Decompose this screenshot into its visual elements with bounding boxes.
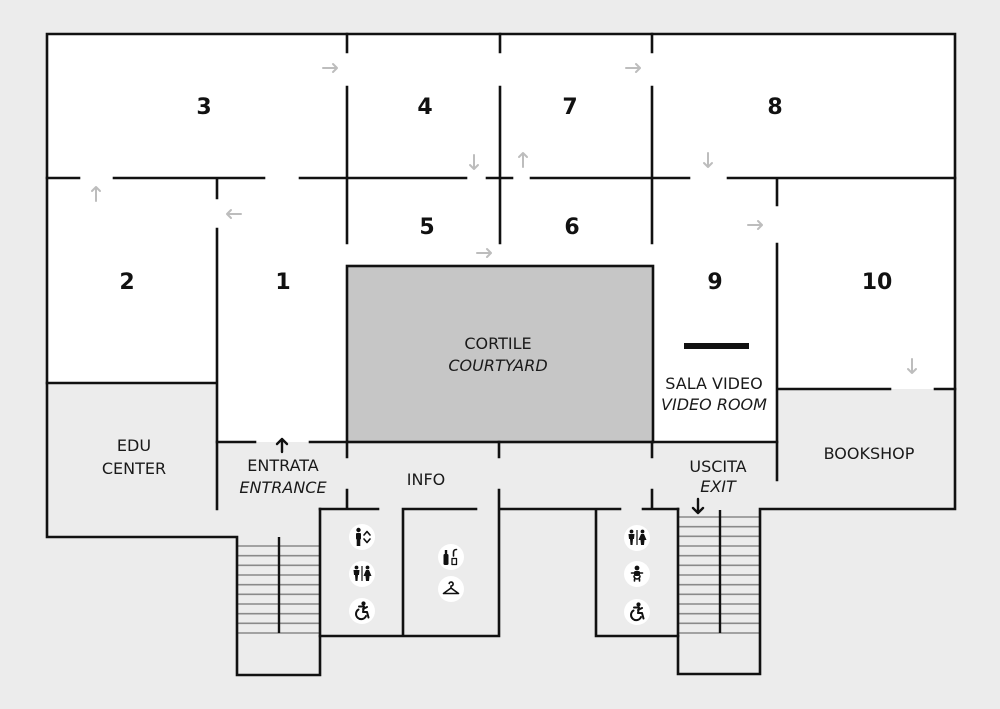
- room-1-label[interactable]: 1: [275, 270, 290, 295]
- room-8-label[interactable]: 8: [767, 95, 782, 120]
- route-arrow-down-icon: [907, 358, 917, 374]
- route-arrow-down-icon: [703, 152, 713, 168]
- room-3-label[interactable]: 3: [196, 95, 211, 120]
- baby-changing-icon[interactable]: [624, 561, 650, 587]
- entrance-label-it: ENTRATA: [247, 456, 319, 475]
- exit-label-en: EXIT: [700, 477, 737, 496]
- route-arrow-right-icon: [747, 220, 763, 230]
- room-10-label[interactable]: 10: [862, 270, 893, 295]
- interior-walls-lower: [215, 440, 779, 638]
- courtyard-label-it: CORTILE: [464, 334, 531, 353]
- route-arrow-right-icon: [322, 63, 338, 73]
- wheelchair-accessible-icon[interactable]: [624, 599, 650, 625]
- room-5-label[interactable]: 5: [419, 215, 434, 240]
- route-arrow-right-icon: [476, 248, 492, 258]
- restrooms-icon[interactable]: [624, 525, 650, 551]
- water-drinks-icon[interactable]: [438, 544, 464, 570]
- restrooms-icon[interactable]: [349, 561, 375, 587]
- route-arrow-down-icon: [469, 154, 479, 170]
- exit-label-it: USCITA: [689, 457, 746, 476]
- route-arrow-left-icon: [226, 209, 242, 219]
- edu-center-label-1: EDU: [117, 436, 151, 455]
- route-arrow-up-icon: [518, 152, 528, 168]
- walls: [45, 32, 957, 677]
- left-staircase[interactable]: [238, 537, 319, 634]
- wheelchair-accessible-icon[interactable]: [349, 598, 375, 624]
- video-room-label-it: SALA VIDEO: [665, 374, 762, 393]
- elevator-icon[interactable]: [349, 524, 375, 550]
- bookshop-area[interactable]: [777, 389, 955, 509]
- entrance-arrow-up-icon: [275, 437, 289, 454]
- exit-arrow-down-icon: [691, 497, 705, 515]
- edu-center-area[interactable]: [47, 383, 217, 537]
- entrance-label-en: ENTRANCE: [239, 478, 327, 497]
- room-6-label[interactable]: 6: [564, 215, 579, 240]
- interior-walls-upper: [45, 32, 957, 511]
- right-staircase[interactable]: [679, 510, 759, 634]
- outer-wall: [45, 32, 957, 677]
- route-arrow-right-icon: [625, 63, 641, 73]
- courtyard-area[interactable]: [345, 264, 655, 444]
- route-arrow-up-icon: [91, 186, 101, 202]
- info-label[interactable]: INFO: [407, 470, 445, 489]
- room-7-label[interactable]: 7: [562, 95, 577, 120]
- video-screen: [684, 343, 749, 349]
- video-room-label-en: VIDEO ROOM: [661, 395, 767, 414]
- lobby-area: [217, 442, 777, 509]
- cloakroom-hanger-icon[interactable]: [438, 576, 464, 602]
- courtyard-label-en: COURTYARD: [448, 356, 547, 375]
- room-4-label[interactable]: 4: [417, 95, 432, 120]
- bookshop-label[interactable]: BOOKSHOP: [824, 444, 915, 463]
- room-9-label[interactable]: 9: [707, 270, 722, 295]
- room-2-label[interactable]: 2: [119, 270, 134, 295]
- edu-center-label-2: CENTER: [102, 459, 166, 478]
